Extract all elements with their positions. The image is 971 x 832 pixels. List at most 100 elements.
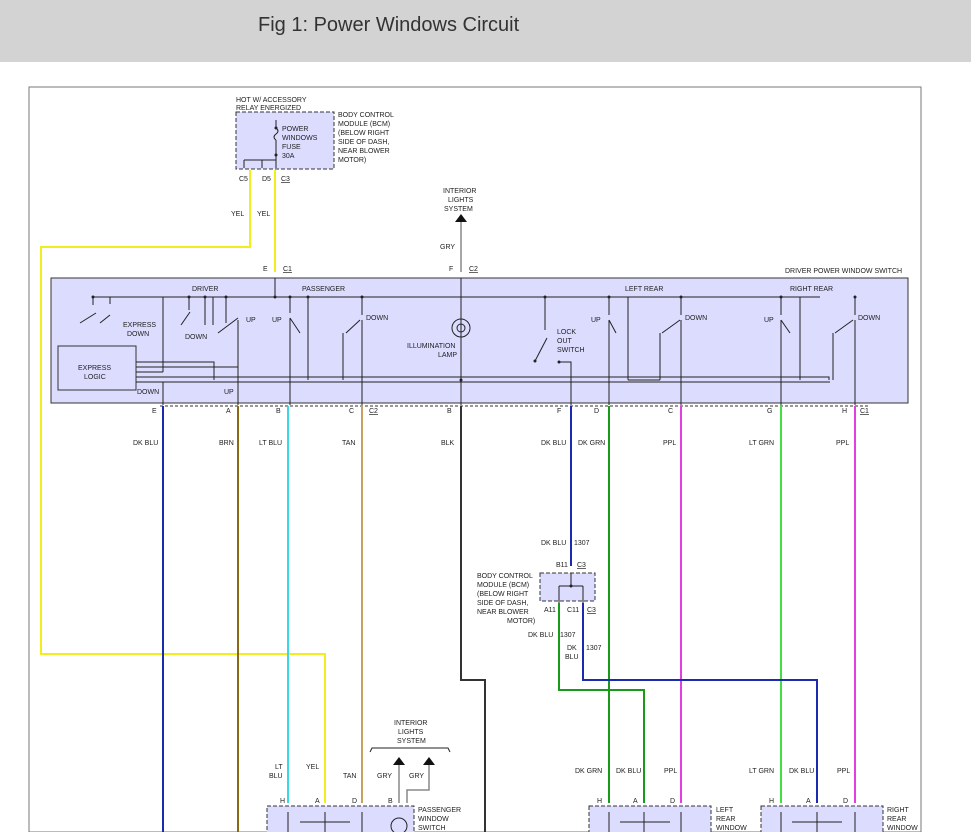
express-logic-2: LOGIC — [84, 374, 106, 381]
bottom-gry-1: GRY — [377, 773, 392, 780]
bcm-top-label-2: MODULE (BCM) — [338, 121, 390, 128]
express-logic-1: EXPRESS — [78, 365, 111, 372]
bcm-mid-out1-circuit: 1307 — [560, 632, 576, 639]
express-out-up: UP — [224, 389, 234, 396]
wire-label-brn: BRN — [219, 440, 234, 447]
wire-label-yel-1: YEL — [231, 211, 244, 218]
bottom-pin-c: C — [349, 408, 354, 415]
pin-c1-top: C1 — [283, 266, 292, 273]
wire-label-dkblu-e: DK BLU — [133, 440, 158, 447]
down-wire-labels: DK BLU BRN LT BLU TAN BLK DK BLU DK GRN … — [133, 440, 849, 447]
bcm-mid-out1-wire: DK BLU — [528, 632, 553, 639]
bcm-mid-label-6: MOTOR) — [507, 618, 535, 625]
pass-ltblu-2: BLU — [269, 773, 283, 780]
bcm-mid-label-2: MODULE (BCM) — [477, 582, 529, 589]
bcm-mid-label-3: (BELOW RIGHT — [477, 591, 529, 598]
rr-pin-a: A — [806, 798, 811, 805]
pass-pin-b: B — [388, 798, 393, 805]
lr-pin-h: H — [597, 798, 602, 805]
section-driver: DRIVER — [192, 286, 218, 293]
bottom-pin-f: F — [557, 408, 561, 415]
wire-label-ppl-h: PPL — [836, 440, 849, 447]
lr-label-2: REAR — [716, 816, 735, 823]
rr-ltgrn: LT GRN — [749, 768, 774, 775]
pass-tan: TAN — [343, 773, 356, 780]
page-title: Fig 1: Power Windows Circuit — [258, 14, 520, 36]
bottom-pin-c1: C1 — [860, 408, 869, 415]
bcm-mid-pin-b11: B11 — [556, 562, 568, 569]
lr-label-1: LEFT — [716, 807, 734, 814]
wire-label-ltgrn-g: LT GRN — [749, 440, 774, 447]
bottom-pin-a: A — [226, 408, 231, 415]
pass-pin-h: H — [280, 798, 285, 805]
pass-ltblu-1: LT — [275, 764, 283, 771]
bottom-gry-2: GRY — [409, 773, 424, 780]
bcm-mid-out2-wire-1: DK — [567, 645, 577, 652]
passenger-up: UP — [272, 317, 282, 324]
rr-down: DOWN — [858, 315, 880, 322]
lr-pin-a: A — [633, 798, 638, 805]
section-left-rear: LEFT REAR — [625, 286, 663, 293]
lr-label-3: WINDOW — [716, 825, 747, 832]
fuse-label-4: 30A — [282, 153, 295, 160]
rr-dkblu: DK BLU — [789, 768, 814, 775]
interior-lights-top-1: INTERIOR — [443, 188, 476, 195]
interior-lights-top-3: SYSTEM — [444, 206, 473, 213]
lr-up: UP — [591, 317, 601, 324]
rr-up: UP — [764, 317, 774, 324]
express-out-down: DOWN — [137, 389, 159, 396]
fuse-block: HOT W/ ACCESSORY RELAY ENERGIZED POWER W… — [235, 97, 394, 183]
hot-label-1: HOT W/ ACCESSORY — [236, 97, 307, 104]
bottom-pin-e: E — [152, 408, 157, 415]
bcm-top-label-3: (BELOW RIGHT — [338, 130, 390, 137]
bcm-top-label-4: SIDE OF DASH, — [338, 139, 389, 146]
bcm-mid-out2-wire-2: BLU — [565, 654, 579, 661]
illum-lamp-1: ILLUMINATION — [407, 343, 456, 350]
lr-dkblu: DK BLU — [616, 768, 641, 775]
pass-switch-2: WINDOW — [418, 816, 449, 823]
lr-dkgrn: DK GRN — [575, 768, 602, 775]
interior-lights-top-2: LIGHTS — [448, 197, 474, 204]
wire-label-blk: BLK — [441, 440, 455, 447]
bottom-pin-b2: B — [447, 408, 452, 415]
passenger-down: DOWN — [366, 315, 388, 322]
wire-label-dkblu-f: DK BLU — [541, 440, 566, 447]
fuse-label-3: FUSE — [282, 144, 301, 151]
bottom-interior-1: INTERIOR — [394, 720, 427, 727]
express-down-1: EXPRESS — [123, 322, 156, 329]
lock-out-1: LOCK — [557, 329, 576, 336]
lr-ppl: PPL — [664, 768, 677, 775]
driver-switch-top-pins: E C1 F C2 — [263, 266, 478, 273]
lock-out-3: SWITCH — [557, 347, 585, 354]
rr-ppl: PPL — [837, 768, 850, 775]
section-passenger: PASSENGER — [302, 286, 345, 293]
pass-pin-a: A — [315, 798, 320, 805]
bcm-mid-pin-c11: C11 — [567, 607, 579, 614]
lr-pin-d: D — [670, 798, 675, 805]
pin-f-top: F — [449, 266, 453, 273]
bottom-pin-c2: C2 — [369, 408, 378, 415]
bottom-pin-b: B — [276, 408, 281, 415]
wire-label-yel-2: YEL — [257, 211, 270, 218]
bottom-pin-h: H — [842, 408, 847, 415]
fuse-pin-d5: D5 — [262, 176, 271, 183]
bcm-mid-label-1: BODY CONTROL — [477, 573, 533, 580]
driver-up: UP — [246, 317, 256, 324]
fuse-pin-c5: C5 — [239, 176, 248, 183]
yel-wires — [40, 170, 326, 803]
section-right-rear: RIGHT REAR — [790, 286, 833, 293]
wire-label-dkgrn-d: DK GRN — [578, 440, 605, 447]
header-bar: Fig 1: Power Windows Circuit — [0, 0, 971, 62]
bottom-section: INTERIOR LIGHTS SYSTEM GRY GRY LT BLU YE… — [266, 720, 918, 832]
bcm-mid-pin-c3b: C3 — [587, 607, 596, 614]
down-wires — [162, 406, 856, 832]
rr-label-3: WINDOW — [887, 825, 918, 832]
pin-e-top: E — [263, 266, 268, 273]
fuse-label-1: POWER — [282, 126, 308, 133]
wire-label-ltblu: LT BLU — [259, 440, 282, 447]
wire-label-gry-top: GRY — [440, 244, 455, 251]
pass-switch-1: PASSENGER — [418, 807, 461, 814]
express-logic-box — [57, 345, 137, 391]
hot-label-2: RELAY ENERGIZED — [236, 105, 301, 112]
